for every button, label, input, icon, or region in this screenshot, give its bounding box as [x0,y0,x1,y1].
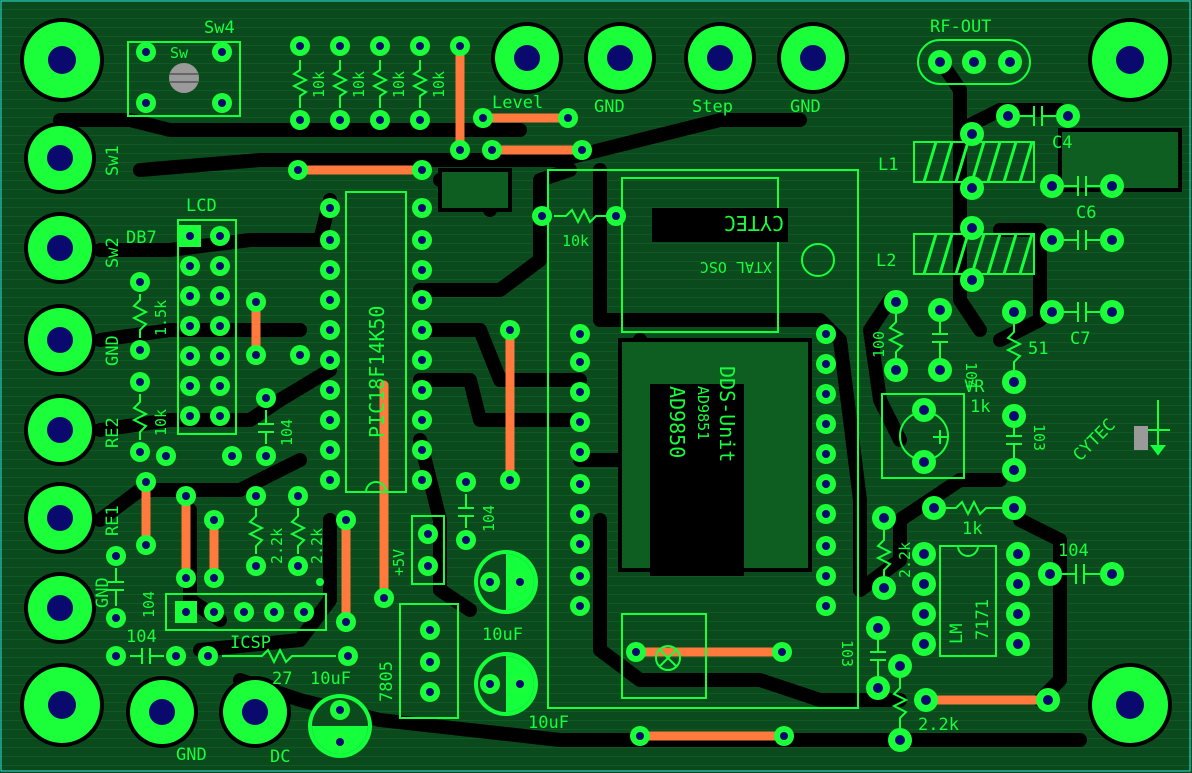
label-r10k-osc: 10k [562,232,589,250]
pad-gnd-left [24,304,96,376]
mount-hole-tl [20,18,104,102]
label-plus5v: +5V [390,549,408,576]
label-r2-2k-b: 2.2k [308,528,326,564]
label-c10uf-2: 10uF [528,713,569,733]
label-reg: 7805 [377,661,397,702]
label-r10k-2: 10k [350,71,368,98]
label-sw4: Sw4 [204,18,235,38]
label-step: Step [692,97,733,117]
label-c10uf-3: 10uF [310,669,351,689]
pad-level [491,22,563,94]
label-c4: C4 [1052,133,1072,153]
label-c6: C6 [1076,203,1096,223]
label-vr-1k: 1k [970,397,990,417]
label-gnd-top1: GND [594,97,625,117]
switch-sw4 [127,41,241,117]
mcu-footprint [288,160,432,493]
label-gnd-left: GND [103,335,123,366]
mount-hole-tr [1088,18,1172,102]
label-c104-lcd: 104 [278,419,296,446]
label-r100: 100 [870,331,888,358]
label-icsp: ICSP [230,633,271,653]
label-gnd-bottom: GND [176,745,207,765]
label-r2-2k-c: 2.2k [896,542,914,578]
label-ad9850: AD9850 [665,386,689,458]
label-level: Level [492,93,543,113]
label-lcd: LCD [186,196,217,216]
resistor-array-top [290,36,470,130]
label-l1: L1 [878,155,898,175]
left-resistors [130,272,274,555]
label-vr: VR [964,377,985,397]
mount-hole-bl [20,663,104,747]
pad-gnd-top2 [777,22,849,94]
label-r10k-4: 10k [430,71,448,98]
pad-gnd-bottom [126,676,198,748]
pad-re2 [24,394,96,466]
label-c104-r: 104 [962,362,980,389]
label-r27: 27 [272,669,292,689]
label-c103-a: 103 [1030,424,1048,451]
label-r1-5k: 1.5k [152,300,170,336]
label-r1k: 1k [962,519,982,539]
label-dc: DC [270,747,290,767]
label-c104-b: 104 [1058,541,1089,561]
label-c104-mid: 104 [480,505,498,532]
right-components [866,290,1170,752]
label-re2: RE2 [103,417,123,448]
label-gnd-top2: GND [790,97,821,117]
label-r2-2k-a: 2.2k [268,528,286,564]
label-r10k-1: 10k [310,71,328,98]
label-sw: Sw [170,44,189,62]
label-c103-b: 103 [838,640,856,667]
label-mcu: PIC18F14K50 [365,306,389,438]
pad-gnd-left2 [24,572,96,644]
label-sw1: Sw1 [103,145,123,176]
label-c7: C7 [1070,329,1090,349]
label-sw2: Sw2 [103,237,123,268]
label-db7: DB7 [126,228,157,248]
label-c104-l1: 104 [140,591,158,618]
label-r2-2k-d: 2.2k [918,715,959,735]
label-r10k-3: 10k [390,71,408,98]
inductors [913,104,1124,324]
pad-sw1 [24,122,96,194]
label-re1: RE1 [103,505,123,536]
pad-step [684,22,756,94]
label-dds: DDS-Unit [715,366,739,462]
pad-gnd-top1 [584,22,656,94]
label-xtal: XTAL OSC [700,258,772,276]
lcd-header [177,219,310,466]
label-r10k-left: 10k [152,409,170,436]
label-c104-l2: 104 [126,627,157,647]
label-lm: LM [947,624,967,644]
label-l2: L2 [876,251,896,271]
mount-hole-br [1088,663,1172,747]
icsp-header [106,486,394,666]
dds-module [547,169,859,746]
label-gnd-left2: GND [93,577,113,608]
label-c10uf-1: 10uF [482,625,523,645]
top-small-pads [450,108,626,226]
pad-sw2 [24,212,96,284]
label-ad9851: AD9851 [694,386,712,440]
label-rf-out: RF-OUT [930,17,991,37]
label-cytec-mirror: CYTEC [724,211,784,235]
pad-re1 [24,482,96,554]
rf-out-connector [917,39,1031,85]
label-lm-num: 7171 [973,599,993,640]
label-r51: 51 [1028,339,1048,359]
regulator-area [308,320,538,758]
